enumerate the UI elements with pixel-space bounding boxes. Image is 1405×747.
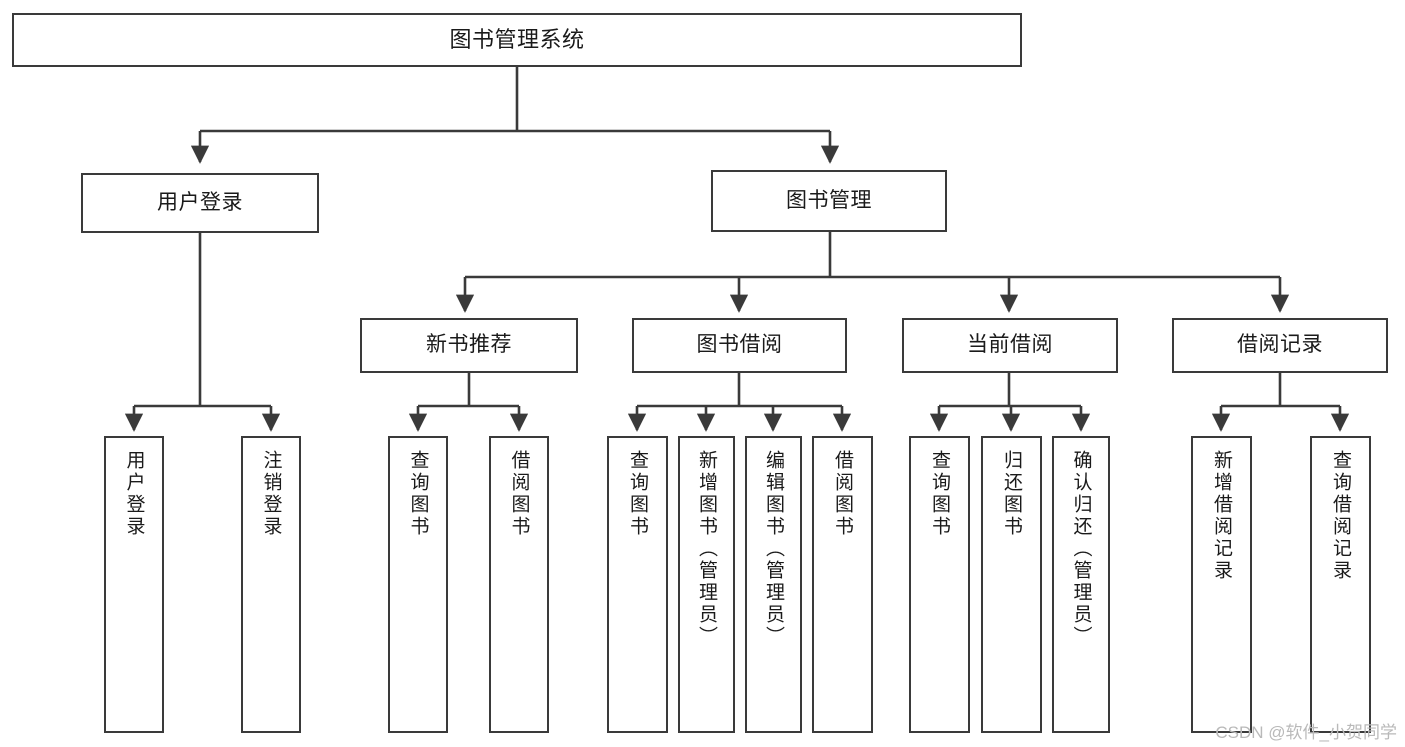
node-label: 借阅图书 [508, 450, 530, 538]
node-label: 归还图书 [1001, 450, 1022, 538]
node-label: 新书推荐 [426, 333, 512, 357]
node-label: 图书管理系统 [449, 27, 585, 53]
node-leaf-confirm-return[interactable]: 确认归还（管理员） [1052, 436, 1110, 733]
node-current-borrow[interactable]: 当前借阅 [902, 318, 1118, 373]
node-label: 查询图书 [627, 450, 648, 538]
node-label: 新增图书（管理员） [696, 450, 717, 648]
node-book-borrow[interactable]: 图书借阅 [632, 318, 847, 373]
node-leaf-add-borrow-record[interactable]: 新增借阅记录 [1191, 436, 1252, 733]
node-label: 借阅记录 [1237, 333, 1323, 357]
node-label: 确认归还（管理员） [1070, 450, 1092, 648]
csdn-watermark: CSDN @软件_小贺同学 [1215, 723, 1397, 742]
node-label: 借阅图书 [832, 450, 853, 538]
node-label: 新增借阅记录 [1211, 450, 1232, 582]
node-leaf-borrow-book[interactable]: 借阅图书 [812, 436, 873, 733]
node-label: 注销登录 [260, 450, 282, 538]
node-leaf-edit-book[interactable]: 编辑图书（管理员） [745, 436, 802, 733]
node-borrow-record[interactable]: 借阅记录 [1172, 318, 1388, 373]
node-label: 编辑图书（管理员） [763, 450, 784, 648]
node-root-book-management-system[interactable]: 图书管理系统 [12, 13, 1022, 67]
node-leaf-logout-login[interactable]: 注销登录 [241, 436, 301, 733]
node-leaf-query-borrow-record[interactable]: 查询借阅记录 [1310, 436, 1371, 733]
node-label: 图书管理 [786, 188, 872, 212]
node-leaf-borrow-book-recommend[interactable]: 借阅图书 [489, 436, 549, 733]
node-label: 用户登录 [157, 190, 243, 214]
node-user-login[interactable]: 用户登录 [81, 173, 319, 233]
node-label: 查询图书 [929, 450, 950, 538]
node-label: 当前借阅 [967, 333, 1053, 357]
node-leaf-query-book-current[interactable]: 查询图书 [909, 436, 970, 733]
node-label: 查询借阅记录 [1330, 450, 1351, 582]
node-label: 用户登录 [123, 450, 145, 538]
node-leaf-return-book[interactable]: 归还图书 [981, 436, 1042, 733]
node-leaf-add-book[interactable]: 新增图书（管理员） [678, 436, 735, 733]
node-label: 图书借阅 [696, 333, 783, 357]
node-leaf-query-book-recommend[interactable]: 查询图书 [388, 436, 448, 733]
node-book-management[interactable]: 图书管理 [711, 170, 947, 232]
node-new-book-recommend[interactable]: 新书推荐 [360, 318, 578, 373]
node-label: 查询图书 [407, 450, 429, 538]
node-leaf-query-book-borrow[interactable]: 查询图书 [607, 436, 668, 733]
node-leaf-user-login[interactable]: 用户登录 [104, 436, 164, 733]
